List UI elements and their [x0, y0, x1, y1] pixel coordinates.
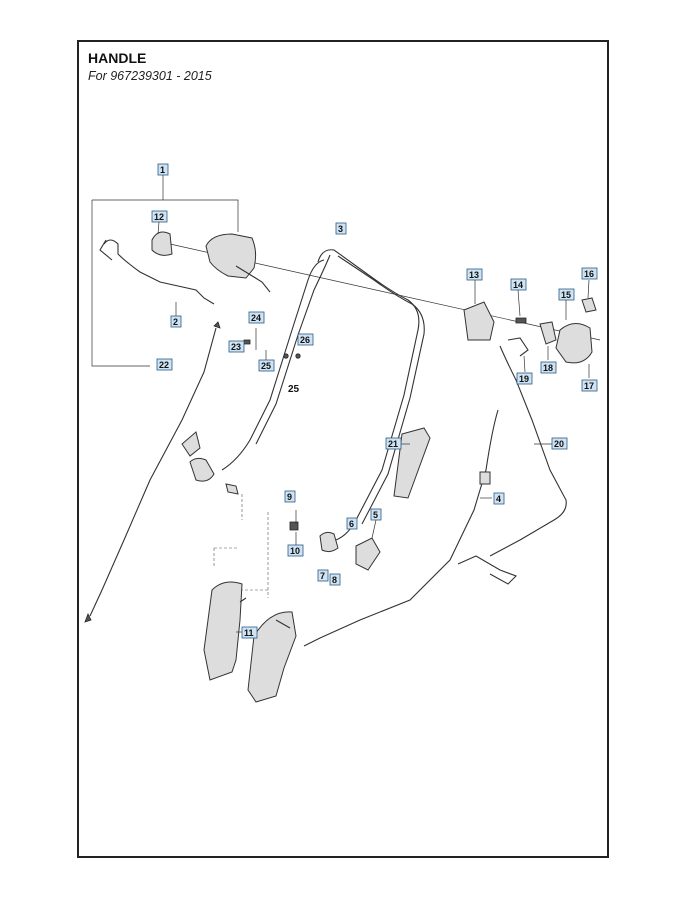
part-20-cable — [489, 345, 567, 557]
svg-text:12: 12 — [154, 212, 164, 222]
label-25-plain: 25 — [288, 384, 300, 395]
svg-text:6: 6 — [349, 519, 354, 529]
part-13 — [463, 301, 495, 341]
part-2-wire — [103, 239, 215, 305]
part-15-housing — [555, 323, 593, 364]
page-title: HANDLE — [88, 50, 147, 66]
callout-26: 26 — [297, 333, 314, 346]
svg-text:17: 17 — [584, 381, 594, 391]
svg-text:22: 22 — [159, 360, 169, 370]
diagram-frame — [77, 40, 609, 858]
callout-6: 6 — [346, 517, 358, 530]
part-16-knob — [581, 297, 597, 313]
callout-3: 3 — [335, 222, 347, 235]
callout-2: 2 — [170, 315, 182, 328]
callout-20: 20 — [551, 437, 568, 450]
part-21-grip — [393, 427, 431, 499]
callout-16: 16 — [581, 267, 598, 280]
svg-text:26: 26 — [300, 335, 310, 345]
callout-17: 17 — [581, 379, 598, 392]
svg-text:13: 13 — [469, 270, 479, 280]
callout-11: 11 — [241, 626, 258, 639]
svg-text:20: 20 — [554, 439, 564, 449]
svg-text:4: 4 — [496, 494, 501, 504]
callout-10: 10 — [287, 544, 304, 557]
svg-text:18: 18 — [543, 363, 553, 373]
callout-4: 4 — [493, 492, 505, 505]
svg-text:7: 7 — [320, 571, 325, 581]
part-11-left-plate — [203, 581, 243, 681]
callout-12: 12 — [151, 210, 168, 223]
svg-text:5: 5 — [373, 510, 378, 520]
callout-7: 7 — [317, 569, 329, 582]
part-4-cable — [303, 409, 499, 647]
svg-text:11: 11 — [244, 628, 254, 638]
callout-15: 15 — [558, 288, 575, 301]
svg-text:3: 3 — [338, 224, 343, 234]
svg-text:14: 14 — [513, 280, 523, 290]
svg-text:19: 19 — [519, 374, 529, 384]
part-12-cover — [151, 231, 173, 256]
callout-25: 25 — [258, 359, 275, 372]
part-22-cable — [89, 327, 217, 617]
svg-text:15: 15 — [561, 290, 571, 300]
callout-1: 1 — [157, 163, 169, 176]
svg-text:9: 9 — [287, 492, 292, 502]
callout-21: 21 — [385, 437, 402, 450]
callout-5: 5 — [370, 508, 382, 521]
svg-text:21: 21 — [388, 439, 398, 449]
page-subtitle: For 967239301 - 2015 — [88, 69, 212, 83]
svg-text:23: 23 — [231, 342, 241, 352]
svg-text:24: 24 — [251, 313, 261, 323]
callout-22: 22 — [156, 358, 173, 371]
svg-text:1: 1 — [160, 165, 165, 175]
svg-text:2: 2 — [173, 317, 178, 327]
svg-text:10: 10 — [290, 546, 300, 556]
part-1-control-box — [205, 233, 257, 279]
svg-text:25: 25 — [261, 361, 271, 371]
callout-9: 9 — [284, 490, 296, 503]
callout-18: 18 — [540, 361, 557, 374]
callout-8: 8 — [329, 573, 341, 586]
callout-14: 14 — [510, 278, 527, 291]
svg-text:16: 16 — [584, 269, 594, 279]
callout-13: 13 — [466, 268, 483, 281]
svg-text:8: 8 — [332, 575, 337, 585]
callout-23: 23 — [228, 340, 245, 353]
handle-bar-left — [221, 259, 325, 471]
callout-24: 24 — [248, 311, 265, 324]
part-11-right-plate — [247, 611, 297, 703]
svg-text:25: 25 — [288, 384, 300, 395]
callout-19: 19 — [516, 372, 533, 385]
part-5-lever — [355, 537, 381, 571]
lever-bracket — [181, 431, 201, 457]
